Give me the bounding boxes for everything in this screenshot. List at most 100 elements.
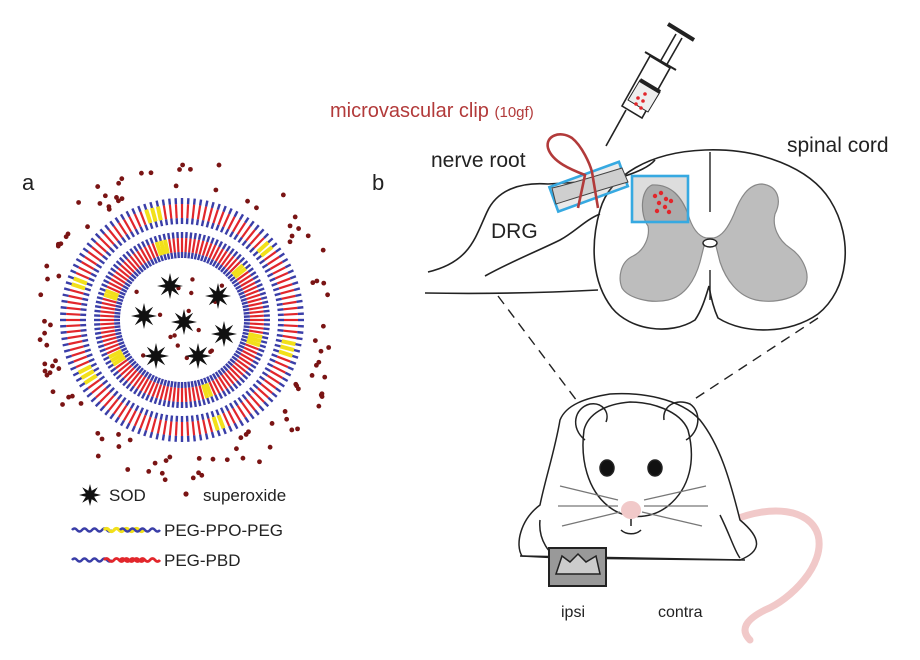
- pbd-segment: [128, 216, 137, 230]
- superoxide-dot: [196, 327, 201, 333]
- superoxide-dot: [254, 205, 259, 211]
- peg-segment: [203, 377, 208, 384]
- peg-segment: [240, 338, 248, 343]
- pbd-segment: [241, 225, 252, 239]
- pbd-segment: [191, 386, 196, 402]
- peg-segment: [222, 205, 227, 213]
- pbd-segment: [245, 229, 256, 242]
- peg-segment: [235, 253, 242, 260]
- peg-segment: [228, 425, 233, 432]
- peg-segment: [215, 409, 220, 416]
- superoxide-dot: [316, 403, 322, 409]
- mouse-eye-left: [599, 459, 615, 477]
- peg-segment: [131, 208, 136, 215]
- peg-segment: [72, 371, 80, 377]
- peg-segment: [143, 262, 150, 269]
- peg-segment: [239, 341, 246, 346]
- peg-segment: [125, 382, 132, 390]
- pbd-segment: [75, 271, 90, 280]
- peg-segment: [263, 232, 270, 239]
- peg-segment: [249, 413, 255, 420]
- peg-segment: [242, 331, 249, 336]
- peg-segment: [254, 224, 260, 231]
- pbd-segment: [112, 401, 123, 415]
- pbd-segment: [188, 238, 192, 253]
- peg-segment: [274, 343, 281, 348]
- peg-segment: [112, 390, 119, 397]
- peg-segment: [266, 362, 274, 368]
- nerve-lower-outline: [424, 289, 599, 295]
- peg-segment: [206, 376, 211, 383]
- pbd-segment: [120, 264, 133, 276]
- pbd-segment: [143, 246, 153, 260]
- peg-segment: [237, 396, 243, 404]
- pbd-segment: [75, 360, 90, 369]
- peg-segment: [125, 233, 131, 241]
- peg-segment: [99, 287, 106, 292]
- superoxide-dot: [177, 167, 182, 172]
- peg-segment: [94, 232, 101, 239]
- pbd-segment: [191, 238, 196, 254]
- peg-segment: [121, 396, 127, 404]
- pbd-segment: [168, 386, 173, 402]
- pbd-segment: [186, 421, 190, 436]
- peg-segment: [206, 397, 211, 405]
- pbd-segment: [87, 379, 101, 390]
- peg-segment: [95, 263, 103, 269]
- peg-segment: [192, 198, 196, 205]
- peg-segment: [254, 278, 261, 284]
- peg-segment: [200, 378, 205, 386]
- peg-segment: [154, 221, 159, 228]
- pbd-segment: [242, 281, 256, 291]
- peg-segment: [161, 199, 166, 206]
- pbd-segment: [211, 380, 221, 394]
- peg-segment: [99, 405, 106, 412]
- peg-segment: [146, 260, 153, 267]
- peg-segment: [204, 433, 209, 440]
- pbd-segment: [222, 412, 231, 427]
- pbd-segment: [266, 255, 280, 266]
- superoxide-dot: [44, 342, 50, 348]
- ppo-segment: [144, 209, 153, 224]
- peg-segment: [126, 279, 133, 285]
- peg-segment: [284, 371, 292, 377]
- superoxide-dot: [287, 239, 293, 245]
- superoxide-dot: [60, 402, 65, 407]
- pbd-segment: [278, 283, 293, 290]
- peg-segment: [228, 208, 233, 215]
- peg-segment: [214, 239, 219, 246]
- peg-segment: [90, 362, 98, 368]
- peg-segment: [238, 419, 245, 427]
- superoxide-dot: [196, 470, 201, 476]
- peg-segment: [150, 258, 155, 266]
- pbd-segment: [236, 359, 249, 370]
- pbd-segment: [272, 266, 286, 275]
- pbd-segment: [151, 383, 159, 397]
- legend-peg-pbd-label: PEG-PBD: [164, 551, 241, 570]
- peg-segment: [88, 357, 95, 363]
- spinal-cord-diagram: [424, 22, 847, 406]
- peg-segment: [99, 228, 106, 235]
- pbd-segment: [276, 277, 291, 285]
- peg-segment: [136, 390, 143, 397]
- pbd-segment: [99, 391, 111, 403]
- ipsi-label: ipsi: [561, 604, 586, 621]
- superoxide-dot: [224, 457, 230, 463]
- peg-segment: [149, 410, 154, 418]
- peg-segment: [139, 407, 145, 414]
- peg-segment: [109, 247, 115, 253]
- peg-segment: [261, 335, 269, 340]
- superoxide-dot: [38, 292, 44, 298]
- pbd-segment: [67, 300, 82, 306]
- peg-segment: [109, 387, 115, 393]
- peg-segment: [275, 297, 283, 302]
- superoxide-dot: [246, 429, 251, 435]
- pbd-segment: [71, 350, 86, 357]
- peg-segment: [211, 260, 218, 267]
- peg-segment: [94, 305, 102, 309]
- peg-segment: [75, 376, 83, 383]
- peg-segment: [259, 291, 267, 296]
- peg-segment: [119, 213, 126, 221]
- peg-segment: [250, 271, 257, 277]
- pbd-segment: [208, 381, 217, 396]
